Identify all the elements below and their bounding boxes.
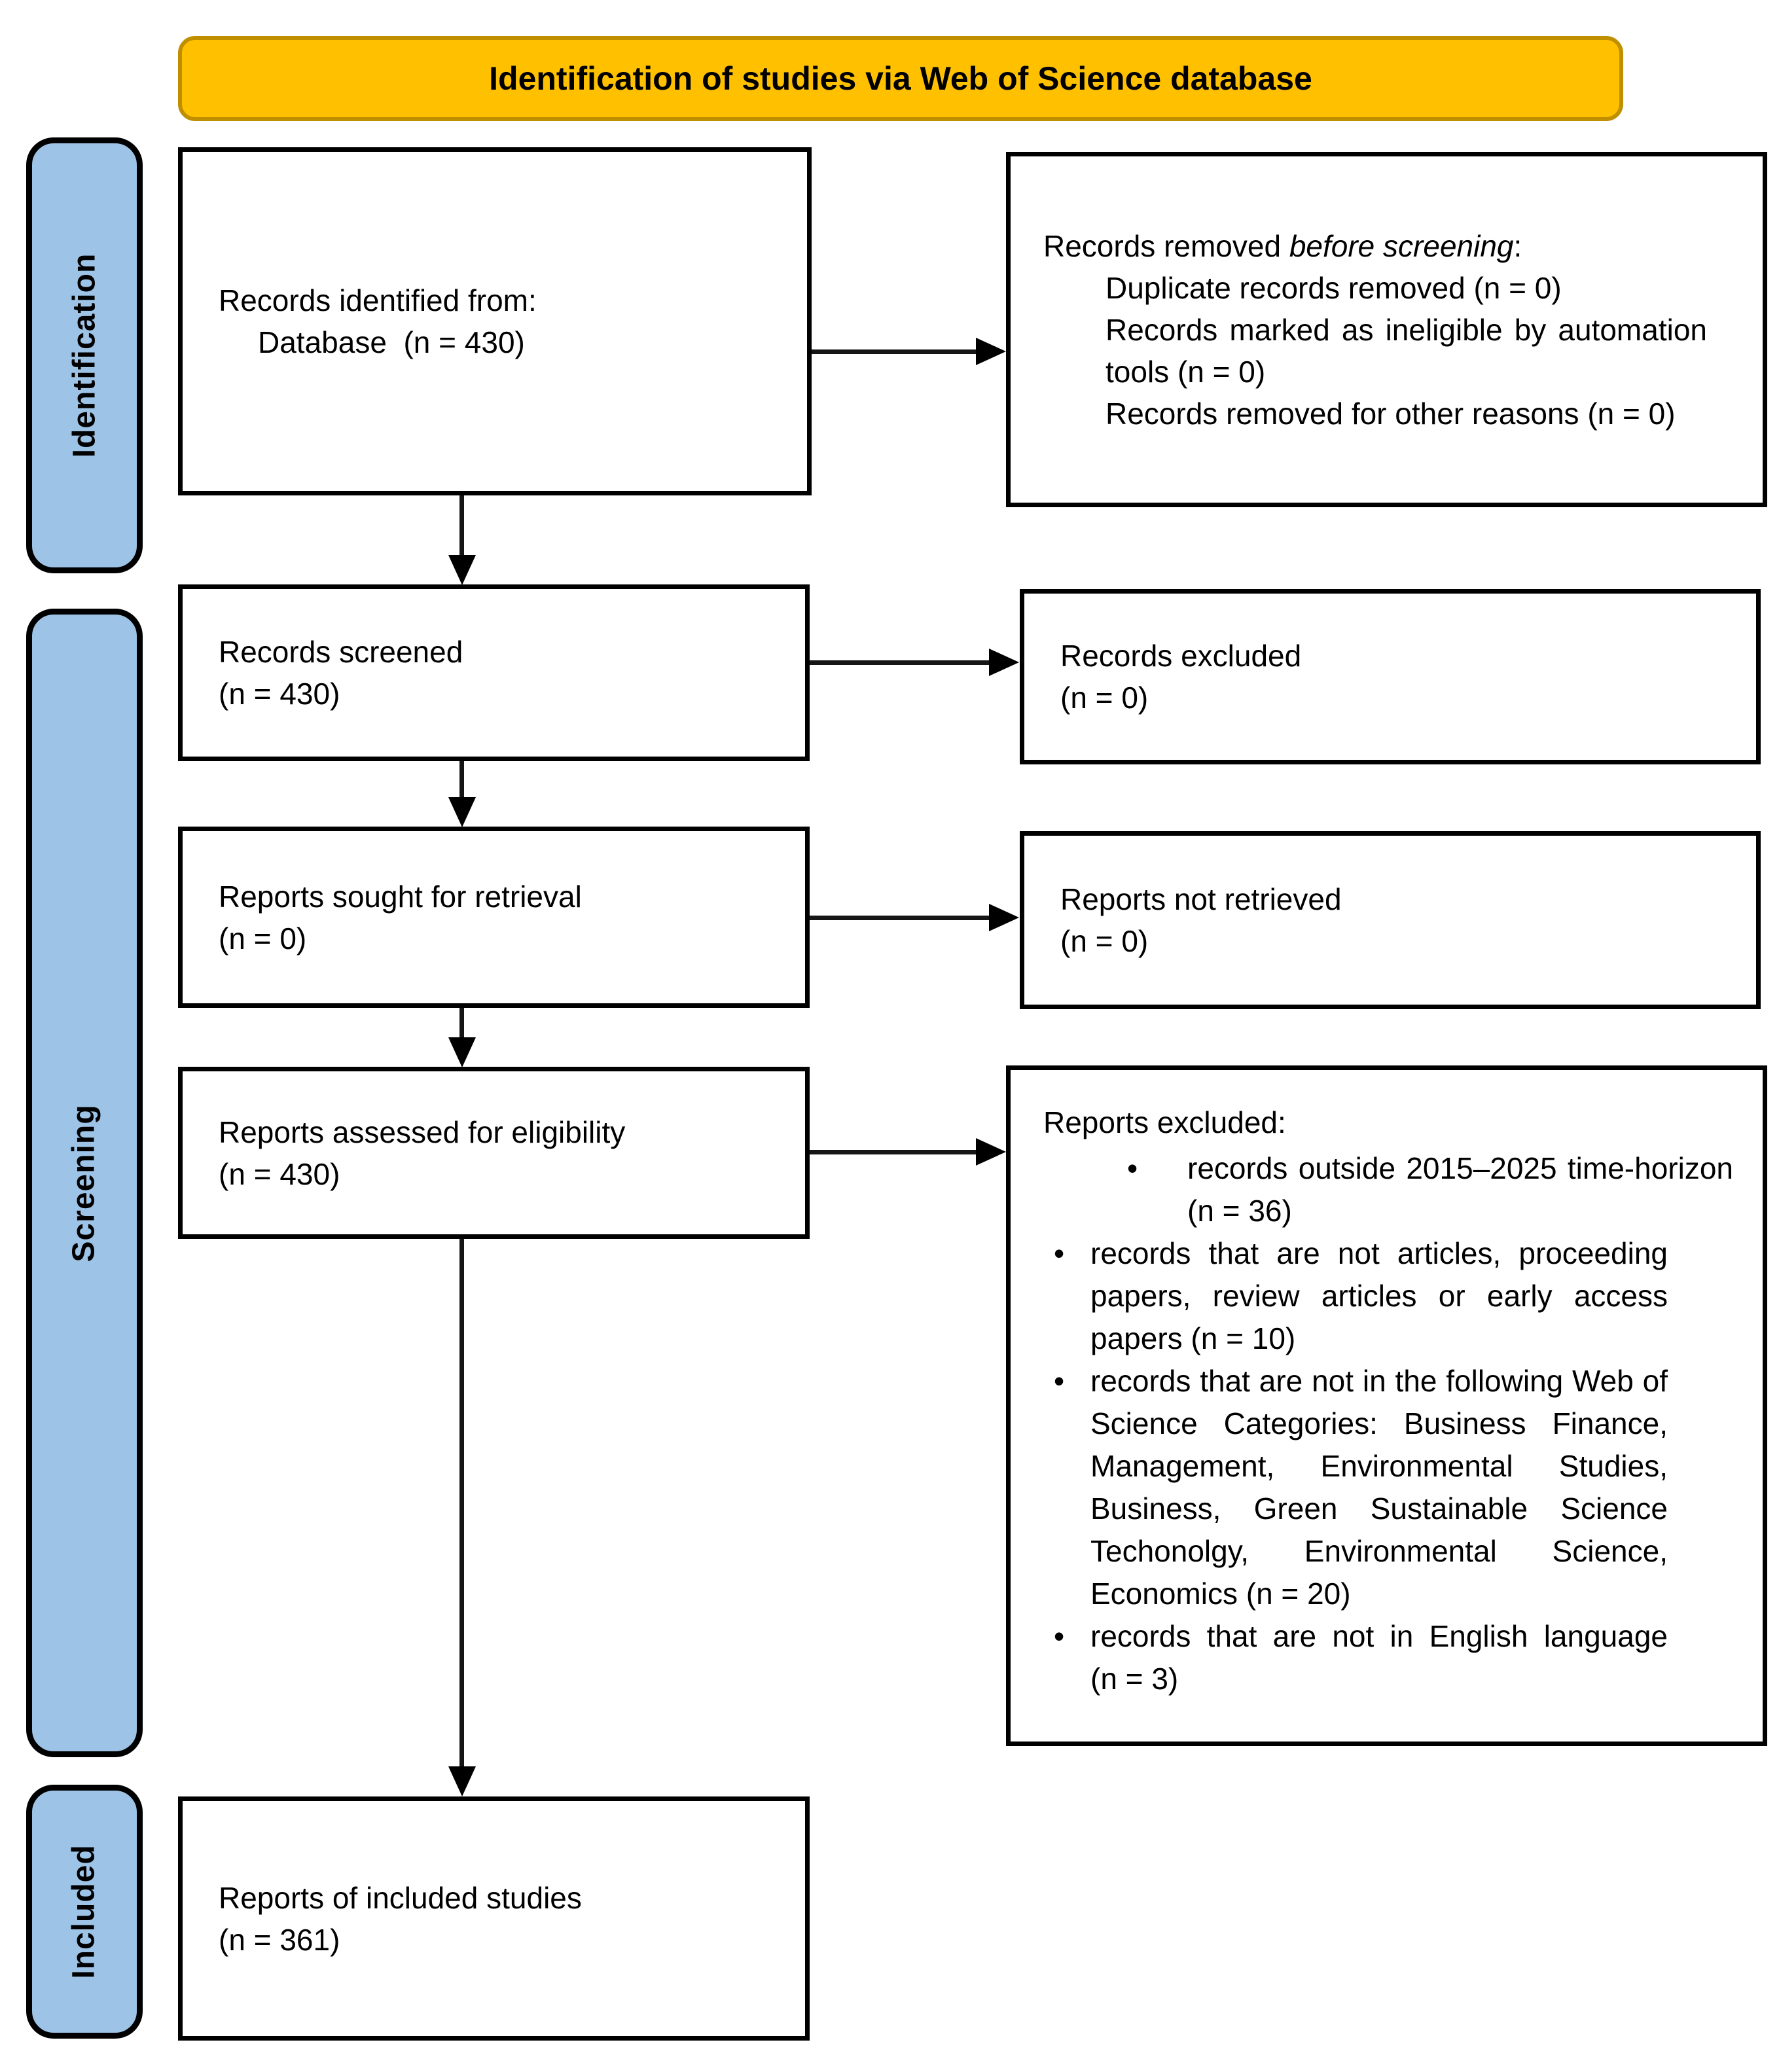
stage-identification: Identification: [26, 137, 143, 573]
box-included-studies: Reports of included studies (n = 361): [178, 1796, 810, 2041]
reports-excluded-bullet-text: records outside 2015–2025 time-horizon (…: [1187, 1151, 1733, 1228]
stage-screening-label: Screening: [67, 1103, 102, 1262]
records-removed-item: Records removed for other reasons (n = 0…: [1105, 396, 1676, 431]
records-removed-intro-italic: before screening: [1289, 228, 1514, 263]
reports-sought-line2: (n = 0): [219, 921, 307, 956]
reports-not-retrieved-line2: (n = 0): [1060, 924, 1149, 958]
arrow-line: [810, 1150, 977, 1154]
reports-excluded-bullet: • records that are not articles, proceed…: [1054, 1232, 1733, 1360]
stage-included-label: Included: [67, 1844, 101, 1979]
records-removed-item: Duplicate records removed (n = 0): [1105, 270, 1562, 305]
box-reports-sought: Reports sought for retrieval (n = 0): [178, 827, 810, 1008]
records-excluded-line2: (n = 0): [1060, 681, 1149, 715]
arrowhead-right-icon: [976, 338, 1006, 365]
records-screened-line1: Records screened: [219, 635, 463, 669]
arrowhead-down-icon: [448, 555, 476, 585]
box-reports-excluded-reasons: Reports excluded: • records outside 2015…: [1006, 1065, 1767, 1746]
title-banner: Identification of studies via Web of Sci…: [178, 36, 1623, 121]
records-removed-intro-suffix: :: [1513, 228, 1522, 263]
arrowhead-down-icon: [448, 1037, 476, 1067]
reports-excluded-heading: Reports excluded:: [1043, 1105, 1286, 1139]
box-records-removed: Records removed before screening: Duplic…: [1006, 152, 1767, 507]
reports-assessed-line2: (n = 430): [219, 1156, 340, 1191]
reports-excluded-bullet: • records that are not in English langua…: [1054, 1615, 1733, 1700]
reports-excluded-bullet: • records that are not in the following …: [1054, 1360, 1733, 1615]
records-removed-item: Records marked as ineligible by automati…: [1105, 312, 1707, 389]
records-excluded-line1: Records excluded: [1060, 639, 1302, 673]
reports-excluded-bullet-text: records that are not in the following We…: [1090, 1364, 1668, 1611]
stage-identification-label: Identification: [67, 253, 102, 458]
bullet-icon: •: [1054, 1619, 1065, 1653]
box-records-excluded: Records excluded (n = 0): [1020, 589, 1761, 764]
records-screened-line2: (n = 430): [219, 677, 340, 711]
arrow-line: [459, 761, 464, 799]
arrow-line: [810, 660, 990, 665]
reports-sought-line1: Reports sought for retrieval: [219, 879, 582, 914]
stage-included: Included: [26, 1785, 143, 2039]
arrow-line: [459, 1008, 464, 1039]
stage-screening: Screening: [26, 609, 143, 1757]
reports-excluded-bullet-text: records that are not in English language…: [1090, 1619, 1668, 1696]
box-records-identified: Records identified from: Database (n = 4…: [178, 147, 812, 495]
arrowhead-down-icon: [448, 797, 476, 827]
box-reports-assessed: Reports assessed for eligibility (n = 43…: [178, 1067, 810, 1239]
records-removed-intro-prefix: Records removed: [1043, 228, 1289, 263]
box-reports-not-retrieved: Reports not retrieved (n = 0): [1020, 831, 1761, 1009]
bullet-icon: •: [1127, 1151, 1138, 1185]
reports-excluded-bullet-text: records that are not articles, proceedin…: [1090, 1236, 1668, 1355]
reports-excluded-bullet-indented: • records outside 2015–2025 time-horizon…: [1109, 1147, 1733, 1232]
arrow-line: [459, 495, 464, 558]
bullet-icon: •: [1054, 1364, 1065, 1398]
records-identified-line1: Records identified from:: [219, 283, 537, 317]
arrow-line: [810, 916, 990, 920]
arrowhead-right-icon: [989, 649, 1019, 676]
reports-assessed-line1: Reports assessed for eligibility: [219, 1115, 626, 1149]
arrow-line: [459, 1239, 464, 1768]
reports-not-retrieved-line1: Reports not retrieved: [1060, 882, 1342, 916]
diagram-title: Identification of studies via Web of Sci…: [489, 60, 1312, 97]
records-removed-intro: Records removed before screening:: [1011, 225, 1763, 267]
arrow-line: [812, 349, 977, 354]
arrowhead-down-icon: [448, 1766, 476, 1796]
included-studies-line1: Reports of included studies: [219, 1880, 582, 1915]
arrowhead-right-icon: [976, 1138, 1006, 1166]
records-identified-line2: Database (n = 430): [258, 325, 525, 359]
bullet-icon: •: [1054, 1236, 1065, 1270]
box-records-screened: Records screened (n = 430): [178, 584, 810, 761]
included-studies-line2: (n = 361): [219, 1922, 340, 1957]
arrowhead-right-icon: [989, 904, 1019, 931]
